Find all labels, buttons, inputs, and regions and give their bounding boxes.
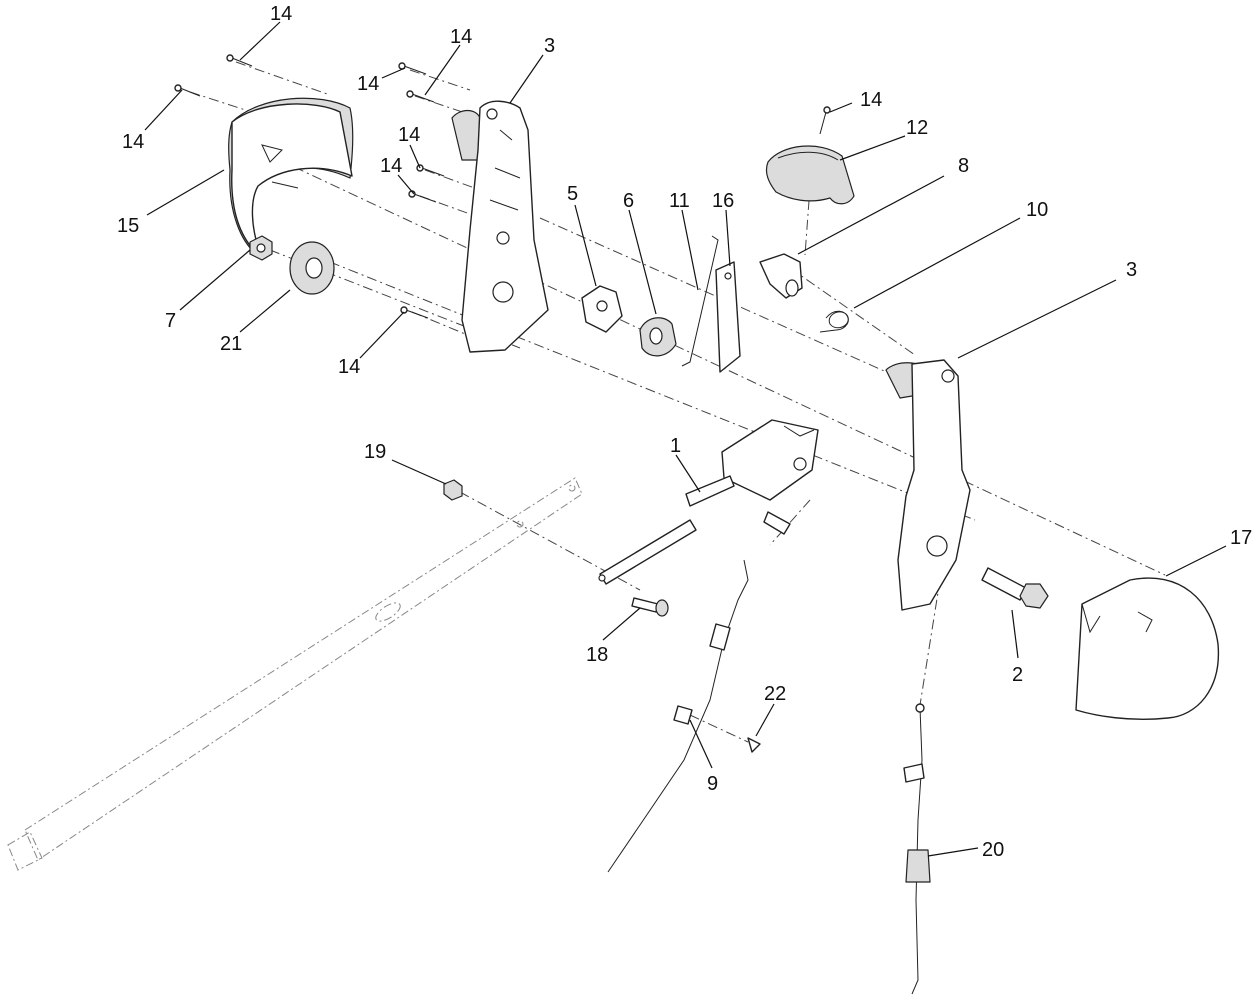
callout-14-mid-a: 14 — [398, 124, 420, 146]
spring-part-10 — [819, 310, 849, 333]
bolt-part-2 — [981, 567, 1049, 609]
pin-part-18 — [631, 597, 669, 617]
knob-part-12 — [765, 145, 855, 205]
callout-15: 15 — [117, 215, 139, 237]
callout-18: 18 — [586, 644, 608, 666]
screws-part-14 — [174, 54, 831, 319]
part-8 — [759, 253, 803, 299]
plate-part-16 — [715, 261, 741, 373]
callout-7: 7 — [165, 310, 176, 332]
callout-9: 9 — [707, 773, 718, 795]
nut-part-7 — [249, 235, 273, 261]
callout-5: 5 — [567, 183, 578, 205]
part-5 — [581, 285, 623, 333]
ghost-rod — [7, 477, 583, 871]
right-shroud-part-17 — [1075, 577, 1220, 720]
rod-part-11 — [681, 235, 719, 367]
part-6 — [639, 317, 677, 357]
callout-6: 6 — [623, 190, 634, 212]
leader-lines — [144, 21, 1227, 857]
right-handle-bracket-part-3 — [885, 359, 971, 611]
callout-10: 10 — [1026, 199, 1048, 221]
callout-20: 20 — [982, 839, 1004, 861]
washer-part-21 — [289, 241, 335, 295]
callout-14-lower: 14 — [338, 356, 360, 378]
callout-16: 16 — [712, 190, 734, 212]
cable-part-9 — [607, 559, 761, 873]
callout-14-top: 14 — [270, 3, 292, 25]
callout-3-left: 3 — [544, 35, 555, 57]
callout-19: 19 — [364, 441, 386, 463]
callout-12: 12 — [906, 117, 928, 139]
callout-8: 8 — [958, 155, 969, 177]
callout-1: 1 — [670, 435, 681, 457]
callout-3-right: 3 — [1126, 259, 1137, 281]
callout-14-mid-left: 14 — [357, 73, 379, 95]
callout-17: 17 — [1230, 527, 1252, 549]
callout-14-mid-b: 14 — [380, 155, 402, 177]
callout-labels: 14 14 14 14 14 14 14 14 3 3 15 7 21 5 6 … — [117, 3, 1252, 861]
callout-14-left: 14 — [122, 131, 144, 153]
callout-21: 21 — [220, 333, 242, 355]
callout-11: 11 — [669, 190, 690, 212]
callout-22: 22 — [764, 683, 786, 705]
cable-part-20 — [903, 703, 931, 995]
left-handle-bracket-part-3 — [451, 100, 549, 353]
nut-part-19 — [443, 479, 463, 501]
callout-14-knob: 14 — [860, 89, 882, 111]
callout-14-upper-mid: 14 — [450, 26, 472, 48]
left-shroud-part-15 — [228, 97, 354, 259]
shift-lever-part-1 — [598, 419, 819, 585]
callout-2: 2 — [1012, 664, 1023, 686]
